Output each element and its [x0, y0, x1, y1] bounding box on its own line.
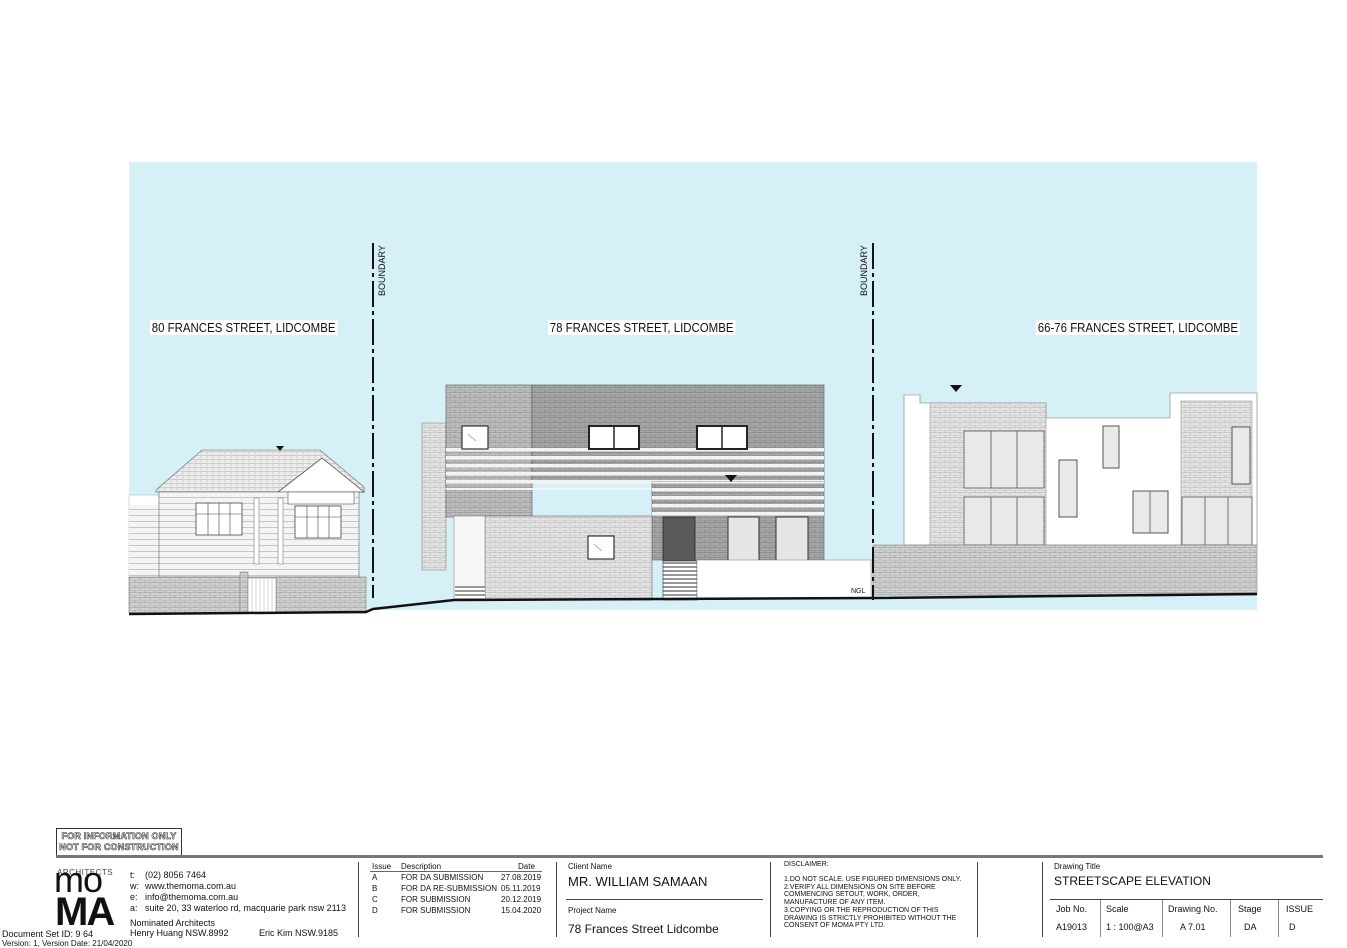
disclaimer-line: MANUFACTURE OF ANY ITEM.	[784, 899, 886, 907]
logo-ma: MA	[55, 890, 115, 934]
architect-henry: Henry Huang NSW.8992	[130, 928, 229, 938]
ground-line	[128, 592, 1258, 616]
label-66-76-frances: 66-76 FRANCES STREET, LIDCOMBE	[1036, 320, 1240, 335]
web-link[interactable]: www.themoma.com.au	[145, 881, 237, 891]
job-no-label: Job No.	[1056, 904, 1088, 914]
issue-row-date: 27.08.2019	[501, 873, 542, 882]
label-80-frances: 80 FRANCES STREET, LIDCOMBE	[150, 320, 338, 335]
stage-value: DA	[1244, 922, 1257, 932]
project-name: 78 Frances Street Lidcombe	[568, 922, 719, 936]
disclaimer-line: CONSENT OF MOMA PTY LTD.	[784, 922, 886, 930]
job-divider-3	[1230, 900, 1231, 937]
house-80-frances	[128, 446, 367, 614]
email-link[interactable]: info@themoma.com.au	[145, 892, 239, 902]
issue-label: ISSUE	[1286, 904, 1314, 914]
ngl-label: NGL	[851, 588, 866, 595]
streetscape-elevation-drawing	[128, 162, 1258, 616]
stamp-line-2: NOT FOR CONSTRUCTION	[59, 842, 179, 853]
drawing-title-label: Drawing Title	[1054, 862, 1101, 871]
issue-row-issue: C	[372, 895, 378, 904]
date-col-header: Date	[518, 862, 535, 871]
disclaimer-line: 1.DO NOT SCALE. USE FIGURED DIMENSIONS O…	[784, 876, 962, 883]
job-divider-1	[1100, 900, 1101, 937]
issue-header-rule	[370, 871, 542, 872]
issue-row-description: FOR DA RE-SUBMISSION	[401, 884, 498, 893]
stage-label: Stage	[1238, 904, 1262, 914]
titleblock-top-rule	[56, 855, 1323, 858]
address: suite 20, 33 waterloo rd, macquarie park…	[145, 903, 346, 913]
logo-mo: mo	[54, 859, 103, 900]
building-66-76-frances	[872, 385, 1258, 596]
drawing-title: STREETSCAPE ELEVATION	[1054, 874, 1211, 888]
address-label: a:	[130, 903, 138, 913]
disclaimer-line: DRAWING IS STRICTLY PROHIBITED WITHOUT T…	[784, 914, 957, 922]
titleblock-divider-1	[358, 862, 359, 937]
phone-label: t:	[130, 870, 136, 880]
issue-row-description: FOR DA SUBMISSION	[401, 873, 484, 882]
nominated-architects: Nominated Architects	[130, 918, 216, 928]
issue-row-description: FOR SUBMISSION	[401, 906, 471, 915]
drawing-no-label: Drawing No.	[1168, 904, 1218, 914]
drawing-no: A 7.01	[1180, 922, 1206, 932]
web-label: w:	[130, 881, 139, 891]
titleblock-divider-3	[770, 862, 771, 937]
phone: (02) 8056 7464	[145, 870, 207, 880]
description-col-header: Description	[401, 862, 442, 871]
version-info: Version: 1, Version Date: 21/04/2020	[2, 939, 133, 948]
client-label: Client Name	[568, 862, 613, 871]
issue-col-header: Issue	[372, 862, 392, 871]
client-underline	[566, 899, 763, 900]
boundary-label-right: BOUNDARY	[859, 245, 869, 296]
project-label: Project Name	[568, 906, 617, 915]
boundary-label-left: BOUNDARY	[377, 245, 387, 296]
email-label: e:	[130, 892, 138, 902]
issue-value: D	[1289, 922, 1296, 932]
job-no: A19013	[1056, 922, 1088, 932]
issue-row-issue: B	[372, 884, 378, 893]
issue-row-date: 20.12.2019	[501, 895, 542, 904]
titleblock-divider-4	[977, 862, 978, 937]
client-name: MR. WILLIAM SAMAAN	[568, 874, 708, 889]
label-78-frances: 78 FRANCES STREET, LIDCOMBE	[548, 320, 736, 335]
job-divider-4	[1278, 900, 1279, 937]
info-only-stamp: FOR INFORMATION ONLY NOT FOR CONSTRUCTIO…	[56, 828, 182, 857]
scale-label: Scale	[1106, 904, 1129, 914]
scale-value: 1 : 100@A3	[1106, 922, 1154, 932]
issue-row-issue: A	[372, 873, 378, 882]
drawing-title-underline	[1050, 899, 1323, 900]
building-78-frances	[421, 384, 872, 601]
architect-eric: Eric Kim NSW.9185	[259, 928, 339, 938]
logo-architects-text: ARCHITECTS	[57, 868, 114, 877]
issue-row-date: 05.11.2019	[501, 884, 541, 893]
titleblock-divider-5	[1042, 862, 1043, 937]
disclaimer-line: 3.COPYING OR THE REPRODUCTION OF THIS	[784, 906, 939, 914]
issue-row-date: 15.04.2020	[501, 906, 542, 915]
issue-row-issue: D	[372, 906, 378, 915]
issue-row-description: FOR SUBMISSION	[401, 895, 471, 904]
job-divider-2	[1162, 900, 1163, 937]
titleblock-divider-2	[556, 862, 557, 937]
stamp-line-1: FOR INFORMATION ONLY	[61, 831, 177, 842]
document-set-id: Document Set ID: 9 64	[2, 929, 94, 939]
disclaimer-title: DISCLAIMER:	[784, 861, 829, 868]
disclaimer-line: COMMENCING SETOUT, WORK, ORDER,	[784, 891, 920, 899]
disclaimer-line: 2.VERIFY ALL DIMENSIONS ON SITE BEFORE	[784, 883, 936, 891]
